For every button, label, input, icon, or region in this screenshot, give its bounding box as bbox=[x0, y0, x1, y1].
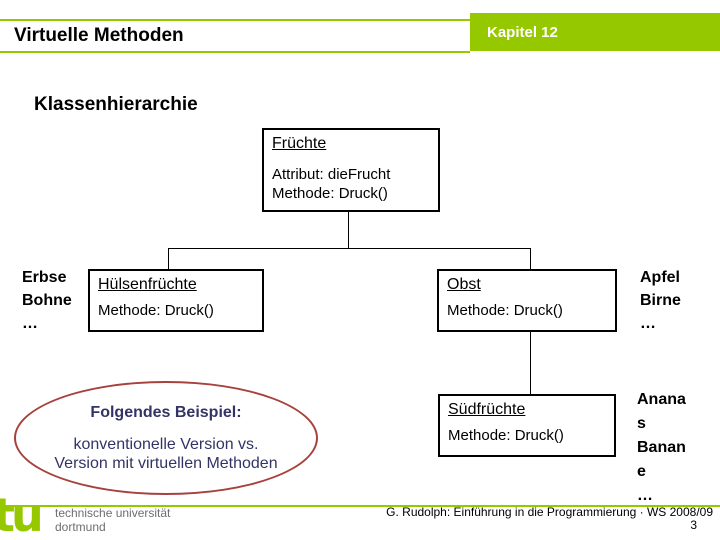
connector-root-stem bbox=[348, 212, 349, 248]
footer-divider bbox=[0, 505, 720, 507]
university-name: technische universität dortmund bbox=[55, 506, 170, 534]
footer-citation-block: G. Rudolph: Einführung in die Programmie… bbox=[386, 506, 713, 532]
example-item: Banan bbox=[637, 439, 686, 456]
example-item: s bbox=[637, 415, 646, 432]
slide-title-bar: Virtuelle Methoden bbox=[0, 19, 470, 53]
example-item: … bbox=[22, 315, 38, 332]
example-item: Birne bbox=[640, 292, 681, 309]
connector-south-drop bbox=[530, 331, 531, 394]
callout-line: Version mit virtuellen Methoden bbox=[54, 454, 278, 472]
section-title: Klassenhierarchie bbox=[34, 94, 198, 115]
class-name: Hülsenfrüchte bbox=[98, 276, 197, 293]
class-name: Südfrüchte bbox=[448, 401, 526, 418]
class-method: Methode: Druck() bbox=[448, 427, 564, 444]
class-box-huelsenfruechte: Hülsenfrüchte Methode: Druck() bbox=[88, 269, 264, 332]
class-box-fruechte: Früchte Attribut: dieFrucht Methode: Dru… bbox=[262, 128, 440, 212]
page-number: 3 bbox=[690, 518, 697, 532]
slide-title: Virtuelle Methoden bbox=[14, 25, 184, 46]
example-item: Bohne bbox=[22, 292, 72, 309]
example-item: Apfel bbox=[640, 269, 680, 286]
class-attribute: Attribut: dieFrucht bbox=[272, 166, 391, 183]
examples-huelsenfruechte: Erbse Bohne … bbox=[22, 266, 72, 335]
class-name: Obst bbox=[447, 276, 481, 293]
example-item: e bbox=[637, 463, 646, 480]
chapter-label: Kapitel 12 bbox=[487, 23, 558, 41]
callout-ellipse: Folgendes Beispiel: konventionelle Versi… bbox=[14, 381, 318, 495]
class-box-obst: Obst Methode: Druck() bbox=[437, 269, 617, 332]
example-item: … bbox=[640, 315, 656, 332]
example-item: Erbse bbox=[22, 269, 67, 286]
example-item: Anana bbox=[637, 391, 686, 408]
examples-suedfruechte: Anana s Banan e … bbox=[637, 388, 686, 508]
connector-horizontal bbox=[168, 248, 531, 249]
class-method: Methode: Druck() bbox=[98, 302, 214, 319]
chapter-badge: Kapitel 12 bbox=[470, 13, 720, 51]
examples-obst: Apfel Birne … bbox=[640, 266, 681, 335]
example-item: … bbox=[637, 487, 653, 504]
class-name: Früchte bbox=[272, 135, 327, 152]
class-method: Methode: Druck() bbox=[447, 302, 563, 319]
callout-line: konventionelle Version vs. bbox=[73, 435, 259, 453]
connector-left-drop bbox=[168, 248, 169, 269]
citation: G. Rudolph: Einführung in die Programmie… bbox=[386, 505, 713, 519]
connector-right-drop bbox=[530, 248, 531, 269]
university-name-line1: technische universität bbox=[55, 506, 171, 520]
callout-heading: Folgendes Beispiel: bbox=[90, 403, 242, 421]
class-method: Methode: Druck() bbox=[272, 185, 388, 202]
class-box-suedfruechte: Südfrüchte Methode: Druck() bbox=[438, 394, 616, 457]
university-name-line2: dortmund bbox=[55, 520, 106, 534]
tu-dortmund-logo: tu bbox=[0, 488, 44, 540]
